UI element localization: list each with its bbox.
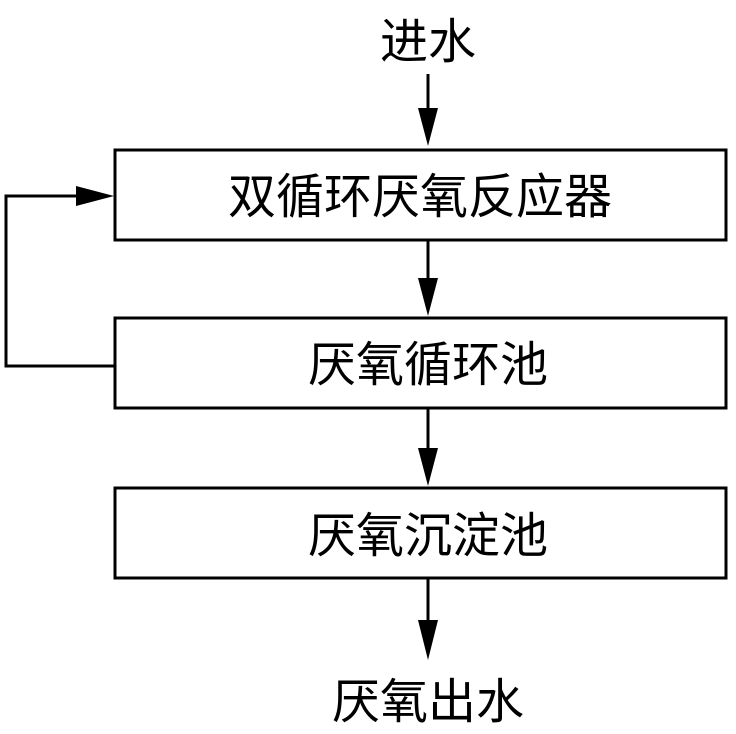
settling-tank-label: 厌氧沉淀池 bbox=[308, 508, 548, 564]
arrow-input-to-reactor bbox=[418, 74, 438, 146]
output-label: 厌氧出水 bbox=[332, 674, 524, 730]
settling-tank-box: 厌氧沉淀池 bbox=[113, 486, 728, 580]
reactor-label: 双循环厌氧反应器 bbox=[228, 169, 612, 225]
circulation-tank-label: 厌氧循环池 bbox=[308, 337, 548, 393]
reactor-box: 双循环厌氧反应器 bbox=[113, 148, 728, 242]
circulation-tank-box: 厌氧循环池 bbox=[113, 316, 728, 410]
arrow-circulation-to-settling bbox=[418, 408, 438, 486]
arrow-settling-to-output bbox=[418, 578, 438, 660]
recycle-loop-arrow bbox=[4, 186, 115, 368]
arrow-reactor-to-circulation bbox=[418, 240, 438, 316]
input-label: 进水 bbox=[380, 14, 476, 70]
